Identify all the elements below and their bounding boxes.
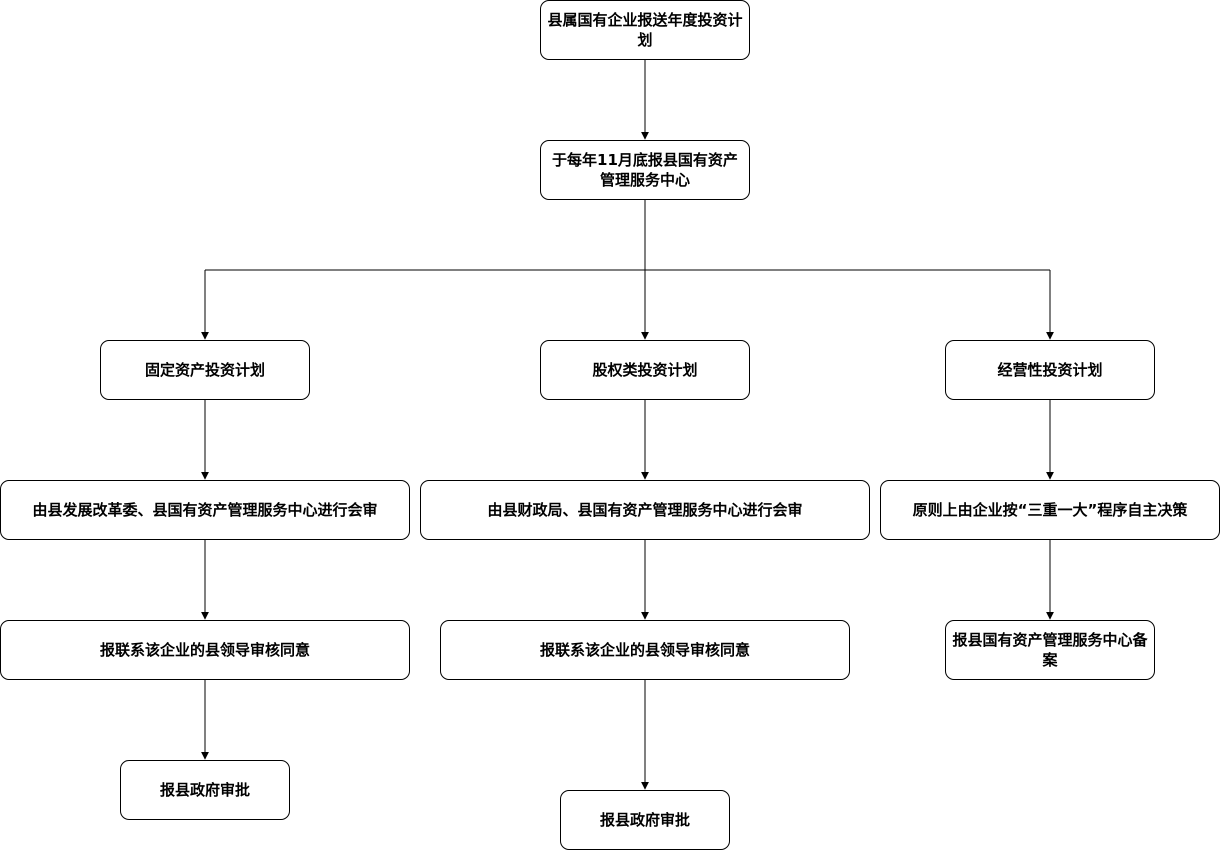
node-equity-leader-approval: 报联系该企业的县领导审核同意 bbox=[440, 620, 850, 680]
node-equity-joint-review: 由县财政局、县国有资产管理服务中心进行会审 bbox=[420, 480, 870, 540]
node-fixed-leader-approval: 报联系该企业的县领导审核同意 bbox=[0, 620, 410, 680]
node-operating-self-decision: 原则上由企业按“三重一大”程序自主决策 bbox=[880, 480, 1220, 540]
node-fixed-government-approval: 报县政府审批 bbox=[120, 760, 290, 820]
node-submit-to-asset-center: 于每年11月底报县国有资产管理服务中心 bbox=[540, 140, 750, 200]
node-fixed-joint-review: 由县发展改革委、县国有资产管理服务中心进行会审 bbox=[0, 480, 410, 540]
node-operating-plan: 经营性投资计划 bbox=[945, 340, 1155, 400]
node-equity-government-approval: 报县政府审批 bbox=[560, 790, 730, 850]
node-annual-plan-submission: 县属国有企业报送年度投资计划 bbox=[540, 0, 750, 60]
node-equity-plan: 股权类投资计划 bbox=[540, 340, 750, 400]
node-operating-filing: 报县国有资产管理服务中心备案 bbox=[945, 620, 1155, 680]
node-fixed-asset-plan: 固定资产投资计划 bbox=[100, 340, 310, 400]
